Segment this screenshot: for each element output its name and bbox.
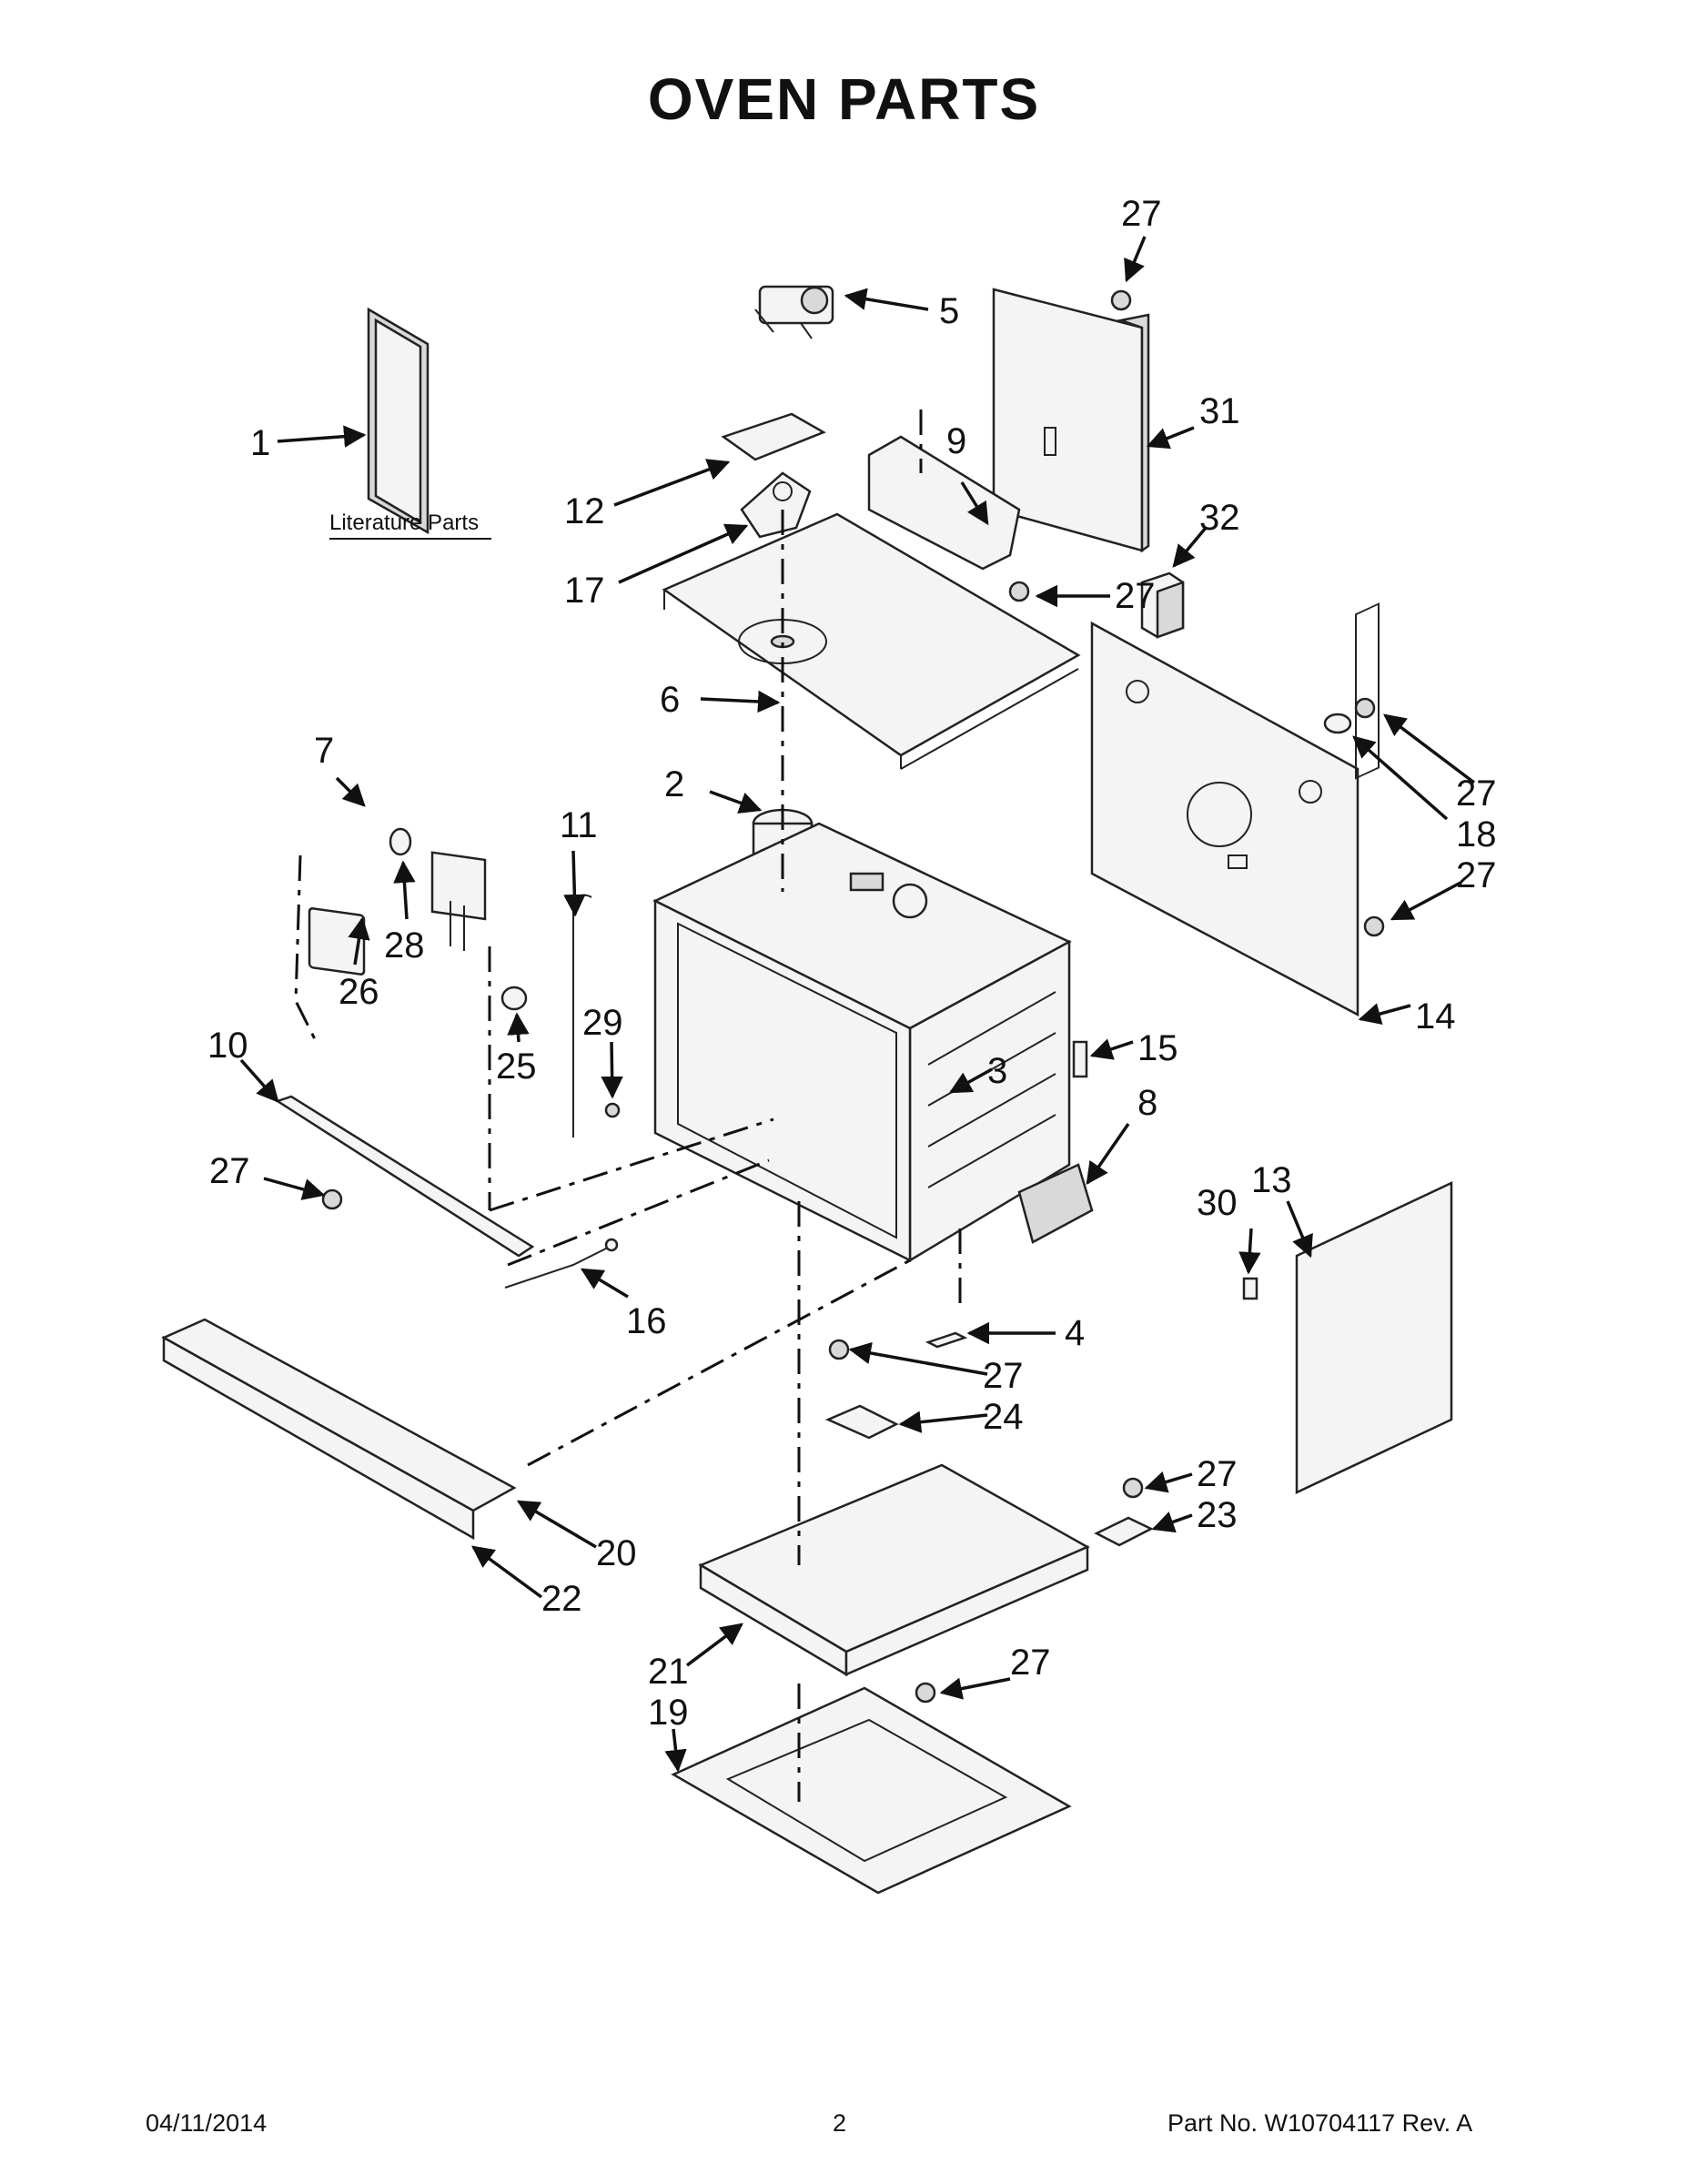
callout-15: 15	[1137, 1028, 1178, 1068]
callout-12: 12	[564, 491, 605, 531]
assembly-lines	[488, 410, 962, 1802]
callout-10: 10	[207, 1026, 248, 1066]
hinge-receiver	[925, 1331, 968, 1349]
terminal-block	[1140, 571, 1185, 639]
callout-4: 4	[1065, 1313, 1085, 1353]
oven-rear-panel	[1090, 621, 1359, 1017]
callout-29: 29	[582, 1003, 623, 1043]
callout-6: 6	[660, 680, 680, 720]
thermal-switch-tab	[1323, 713, 1352, 734]
oven-bottom-plate	[671, 1686, 1072, 1895]
callout-32: 32	[1199, 498, 1240, 538]
callout-27-mid: 27	[983, 1356, 1024, 1396]
callout-8: 8	[1137, 1083, 1157, 1123]
screw-29	[604, 1102, 621, 1118]
bottom-bracket-23	[1094, 1516, 1154, 1547]
callout-1: 1	[250, 423, 270, 463]
latch-clip	[1242, 1277, 1258, 1300]
callout-23: 23	[1197, 1495, 1238, 1535]
callout-27-bottom: 27	[1010, 1643, 1051, 1683]
wire-harness	[504, 1238, 619, 1289]
callout-31: 31	[1199, 391, 1240, 431]
rear-cover-panel	[992, 288, 1150, 553]
callout-labels: 1 5 27 31 9 12 17 27 32 6 2 27 18 27 14 …	[207, 194, 1497, 1733]
callout-7: 7	[314, 731, 334, 771]
literature-parts-label: Literature Parts	[329, 511, 479, 535]
vent-bracket	[867, 435, 1021, 571]
oven-cavity	[652, 822, 1072, 1263]
callout-17: 17	[564, 571, 605, 611]
callout-24: 24	[983, 1397, 1024, 1437]
page-title: OVEN PARTS	[647, 66, 1041, 132]
callout-arrows	[239, 236, 1476, 1773]
callout-27-right2: 27	[1456, 855, 1497, 895]
side-trim	[275, 1095, 535, 1258]
light-socket	[500, 986, 528, 1011]
callout-14: 14	[1415, 996, 1456, 1036]
callout-22: 22	[541, 1579, 582, 1619]
side-panel	[1295, 602, 1453, 1494]
callout-20: 20	[596, 1533, 637, 1573]
callout-27-top: 27	[1121, 194, 1162, 234]
vent-grille	[1017, 1163, 1094, 1244]
callout-25: 25	[496, 1046, 537, 1087]
callout-21: 21	[648, 1652, 689, 1692]
callout-27-panel: 27	[1115, 576, 1156, 616]
callout-27-bracket: 27	[1197, 1454, 1238, 1494]
callout-13: 13	[1251, 1160, 1292, 1200]
callout-11: 11	[560, 805, 598, 845]
callout-16: 16	[626, 1301, 667, 1341]
lower-front-trim	[161, 1318, 517, 1541]
callout-28: 28	[384, 925, 425, 966]
callout-2: 2	[664, 764, 684, 804]
literature-booklet: Literature Parts	[329, 307, 491, 540]
callout-9: 9	[946, 421, 966, 461]
callout-26: 26	[339, 972, 379, 1012]
footer-page-number: 2	[833, 2109, 847, 2137]
screws	[321, 289, 1385, 1704]
callout-27-right1: 27	[1456, 774, 1497, 814]
callout-27-left: 27	[209, 1151, 250, 1191]
callout-19: 19	[648, 1693, 689, 1733]
bottom-panel	[698, 1463, 1090, 1677]
bottom-bracket-24	[824, 1404, 899, 1440]
callout-3: 3	[987, 1051, 1007, 1091]
callout-30: 30	[1197, 1183, 1238, 1223]
top-bracket-plates	[721, 412, 826, 539]
footer-part-number: Part No. W10704117 Rev. A	[1167, 2109, 1473, 2137]
side-clip	[1072, 1040, 1088, 1078]
callout-5: 5	[939, 291, 959, 331]
door-switch	[754, 285, 834, 339]
footer-date: 04/11/2014	[146, 2109, 268, 2137]
callout-18: 18	[1456, 814, 1497, 854]
oven-top-panel	[662, 512, 1081, 770]
